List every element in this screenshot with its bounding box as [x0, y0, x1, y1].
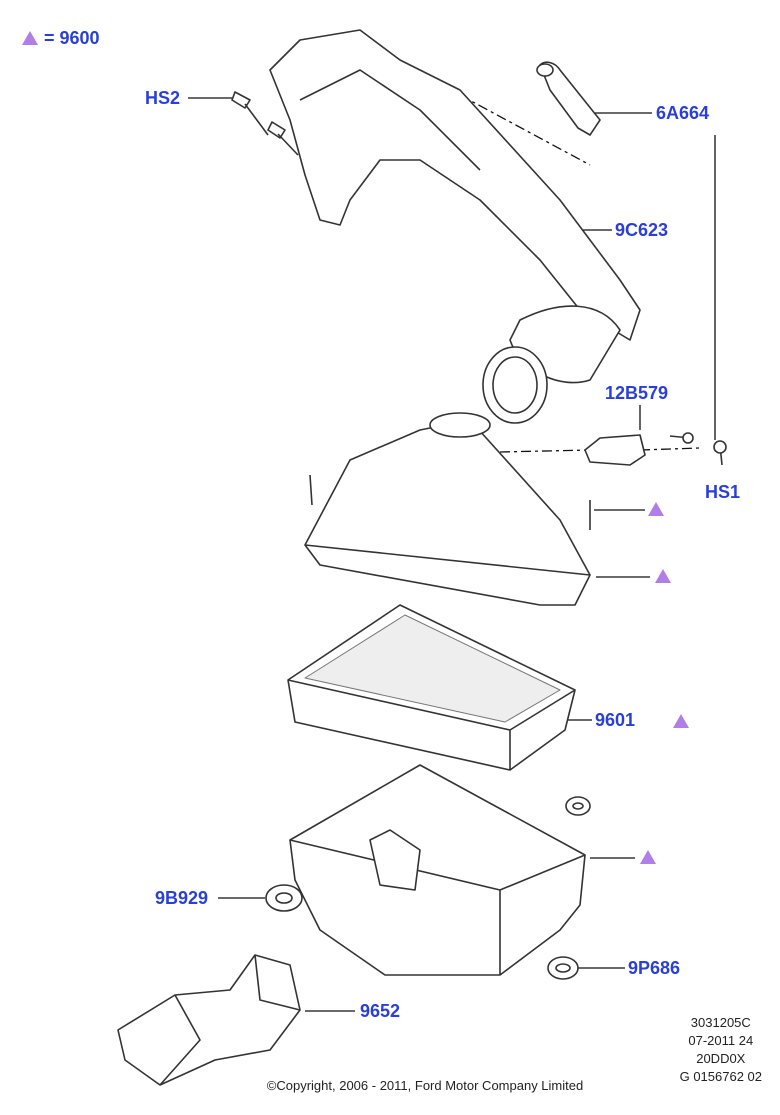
part-label-6a664[interactable]: 6A664 — [656, 103, 710, 123]
grommets — [265, 796, 591, 980]
part-label-9p686[interactable]: 9P686 — [628, 958, 681, 978]
copyright-text: ©Copyright, 2006 - 2011, Ford Motor Comp… — [266, 1078, 584, 1093]
part-label-9652[interactable]: 9652 — [360, 1001, 401, 1021]
triangle-marker-icon — [640, 850, 656, 864]
leader-lines — [188, 94, 716, 1012]
air-cleaner-cover — [304, 412, 591, 606]
triangle-marker-icon — [655, 569, 671, 583]
code-line: 3031205C — [690, 1015, 751, 1030]
triangle-marker-icon — [673, 714, 689, 728]
air-filter-element — [287, 604, 576, 771]
part-label-hs1[interactable]: HS1 — [705, 482, 741, 502]
code-line: G 0156762 02 — [679, 1069, 762, 1084]
bolt-hs2 — [231, 91, 299, 156]
breather-hose — [536, 61, 601, 136]
mass-airflow-sensor — [584, 432, 727, 466]
air-inlet-duct — [117, 954, 301, 1086]
part-label-hs2[interactable]: HS2 — [145, 88, 181, 108]
part-label-9b929[interactable]: 9B929 — [155, 888, 209, 908]
part-label-12b579[interactable]: 12B579 — [605, 383, 669, 403]
triangle-marker-icon — [648, 502, 664, 516]
code-line: 07-2011 24 — [688, 1033, 754, 1048]
legend-triangle-icon — [22, 31, 38, 45]
air-cleaner-body — [289, 764, 586, 976]
code-line: 20DD0X — [696, 1051, 746, 1066]
part-label-9c623[interactable]: 9C623 — [615, 220, 669, 240]
part-label-9601[interactable]: 9601 — [595, 710, 636, 730]
air-intake-duct — [269, 29, 641, 424]
legend-text: = 9600 — [44, 28, 100, 48]
diagram-code-block: 3031205C 07-2011 24 20DD0X G 0156762 02 — [680, 1014, 762, 1086]
